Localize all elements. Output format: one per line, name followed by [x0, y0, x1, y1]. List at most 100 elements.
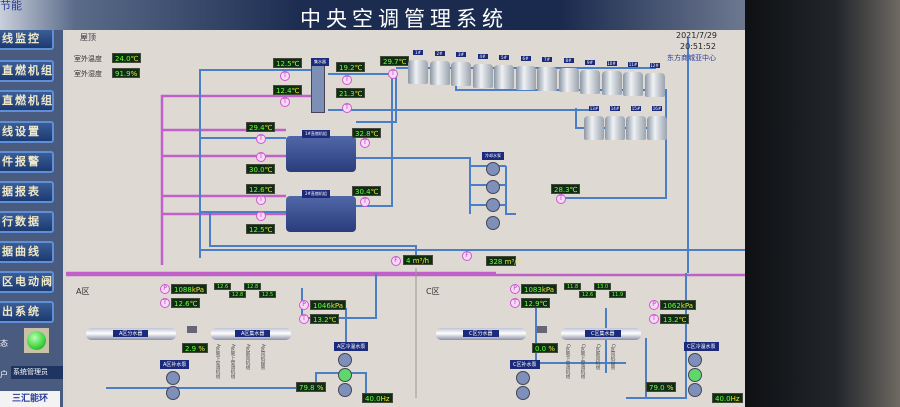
makeup-pump-1[interactable]: [516, 371, 530, 385]
unit: ℃: [264, 186, 273, 194]
temp-top-left: 12.5℃: [273, 58, 303, 68]
tower-label: 1#: [413, 50, 423, 55]
temp-sensor-icon: T: [556, 194, 566, 204]
value-number: 29.4: [249, 124, 265, 132]
return-pressure: 1046kPa: [310, 300, 347, 310]
cooling-tower[interactable]: [584, 116, 604, 140]
value-number: 12.6: [174, 300, 190, 308]
nav-zone-valves[interactable]: 区电动阀: [0, 271, 54, 293]
chiller-2-label: 2#直燃机组: [302, 190, 330, 198]
nav-exit[interactable]: 出系统: [0, 301, 54, 323]
chiller-1-temp-out: 30.0℃: [246, 164, 276, 174]
temp-sensor-icon: T: [388, 69, 398, 79]
cooling-tower[interactable]: [644, 73, 665, 98]
supply-temp: 12.6℃: [171, 298, 201, 308]
cooling-pump-3[interactable]: [486, 198, 500, 212]
branch-label-1: C区地下空调机组: [565, 344, 570, 379]
supply-pressure: 1083kPa: [521, 284, 558, 294]
status-label: 态: [0, 339, 8, 348]
cooling-tower[interactable]: [515, 66, 536, 90]
tower-label: 15#: [631, 106, 641, 111]
cooling-tower[interactable]: [605, 116, 625, 140]
monitor-bezel: [740, 0, 900, 407]
chw-pump-3[interactable]: [338, 383, 352, 397]
cooling-tower[interactable]: [626, 116, 646, 140]
unit: ℃: [189, 300, 198, 308]
valve-icon[interactable]: [537, 326, 547, 333]
value-number: 40.0: [715, 395, 731, 403]
nav-run-data[interactable]: 行数据: [0, 211, 54, 233]
cooling-tower[interactable]: [580, 69, 600, 94]
branch-temp-1: 12.6: [214, 283, 232, 290]
chw-pump-3[interactable]: [688, 383, 702, 397]
return-temp: 13.2℃: [310, 314, 340, 324]
temp-sensor-icon: T: [649, 314, 659, 324]
pressure-sensor-icon: P: [299, 300, 309, 310]
makeup-pump-2[interactable]: [516, 386, 530, 400]
tower-label: 6#: [520, 56, 531, 61]
nav-reports[interactable]: 据报表: [0, 181, 54, 203]
chw-pump-1[interactable]: [338, 353, 352, 367]
value-number: 21.3: [339, 90, 355, 98]
unit: Hz: [730, 395, 740, 403]
temp-sensor-icon: T: [256, 195, 266, 205]
nav-curves[interactable]: 据曲线: [0, 241, 54, 263]
roof-label: 屋顶: [80, 33, 96, 42]
temp-sensor-icon: T: [342, 75, 352, 85]
value-number: 4: [406, 257, 411, 265]
value-number: 12.4: [276, 87, 292, 95]
unit: %: [548, 345, 556, 353]
unit: ℃: [678, 316, 687, 324]
cooling-tower[interactable]: [601, 70, 622, 95]
temp-sensor-icon: T: [360, 197, 370, 207]
cooling-pump-4[interactable]: [486, 216, 500, 230]
process-diagram: 屋顶 室外温度 24.0℃ 室外湿度 91.9% 集水器 12.5℃ T 19.…: [66, 18, 745, 407]
cooling-pump-2[interactable]: [486, 180, 500, 194]
unit: m³/h: [412, 257, 430, 265]
cooling-pump-1[interactable]: [486, 162, 500, 176]
makeup-pump-2[interactable]: [166, 386, 180, 400]
pump-frequency: 40.0Hz: [362, 393, 393, 403]
unit: ℃: [130, 55, 139, 63]
flow-1: 4 m³/h: [403, 255, 433, 265]
nav-settings[interactable]: 线设置: [0, 121, 54, 143]
nav-chiller-1[interactable]: 直燃机组: [0, 60, 54, 82]
valve-icon[interactable]: [187, 326, 197, 333]
value-number: 13.2: [313, 316, 329, 324]
chw-pump-1[interactable]: [688, 353, 702, 367]
branch-temp-4: 12.5: [259, 291, 277, 298]
nav-chiller-2[interactable]: 直燃机组: [0, 90, 54, 112]
value-number: 19.2: [339, 64, 355, 72]
chw-pump-2[interactable]: [688, 368, 702, 382]
branch-temp-3: 13.0: [594, 283, 612, 290]
cooling-tower[interactable]: [494, 64, 514, 89]
makeup-pump-1[interactable]: [166, 371, 180, 385]
value-number: 2.9: [185, 345, 197, 353]
chiller-1-label: 1#直燃机组: [302, 130, 330, 138]
chiller-1-temp-right: 32.8℃: [352, 128, 382, 138]
chiller-1[interactable]: [286, 136, 356, 172]
cooling-tower[interactable]: [429, 61, 450, 86]
cooling-tower[interactable]: [472, 63, 493, 88]
unit: ℃: [354, 64, 363, 72]
nav-alarms[interactable]: 件报警: [0, 151, 54, 173]
value-number: 12.5: [249, 226, 265, 234]
unit: ℃: [264, 124, 273, 132]
nav-online-monitor[interactable]: 线监控: [0, 28, 54, 50]
temp-sensor-icon: T: [510, 298, 520, 308]
chiller-2[interactable]: [286, 196, 356, 232]
cooling-tower[interactable]: [558, 68, 579, 93]
date: 2021/7/29: [676, 31, 718, 40]
chw-pump-2[interactable]: [338, 368, 352, 382]
cooling-tower[interactable]: [408, 60, 428, 84]
cooling-tower[interactable]: [451, 62, 471, 87]
makeup-pump-label: C区补水泵: [510, 360, 540, 369]
chw-pump-label: A区冷温水泵: [334, 342, 369, 351]
cooling-tower[interactable]: [647, 116, 667, 140]
flow-sensor-icon: F: [391, 256, 401, 266]
unit: m³/h: [504, 258, 522, 266]
cooling-tower[interactable]: [537, 67, 557, 92]
temp-sensor-icon: T: [256, 211, 266, 221]
tower-label: 14#: [610, 106, 620, 111]
cooling-tower[interactable]: [623, 72, 643, 96]
